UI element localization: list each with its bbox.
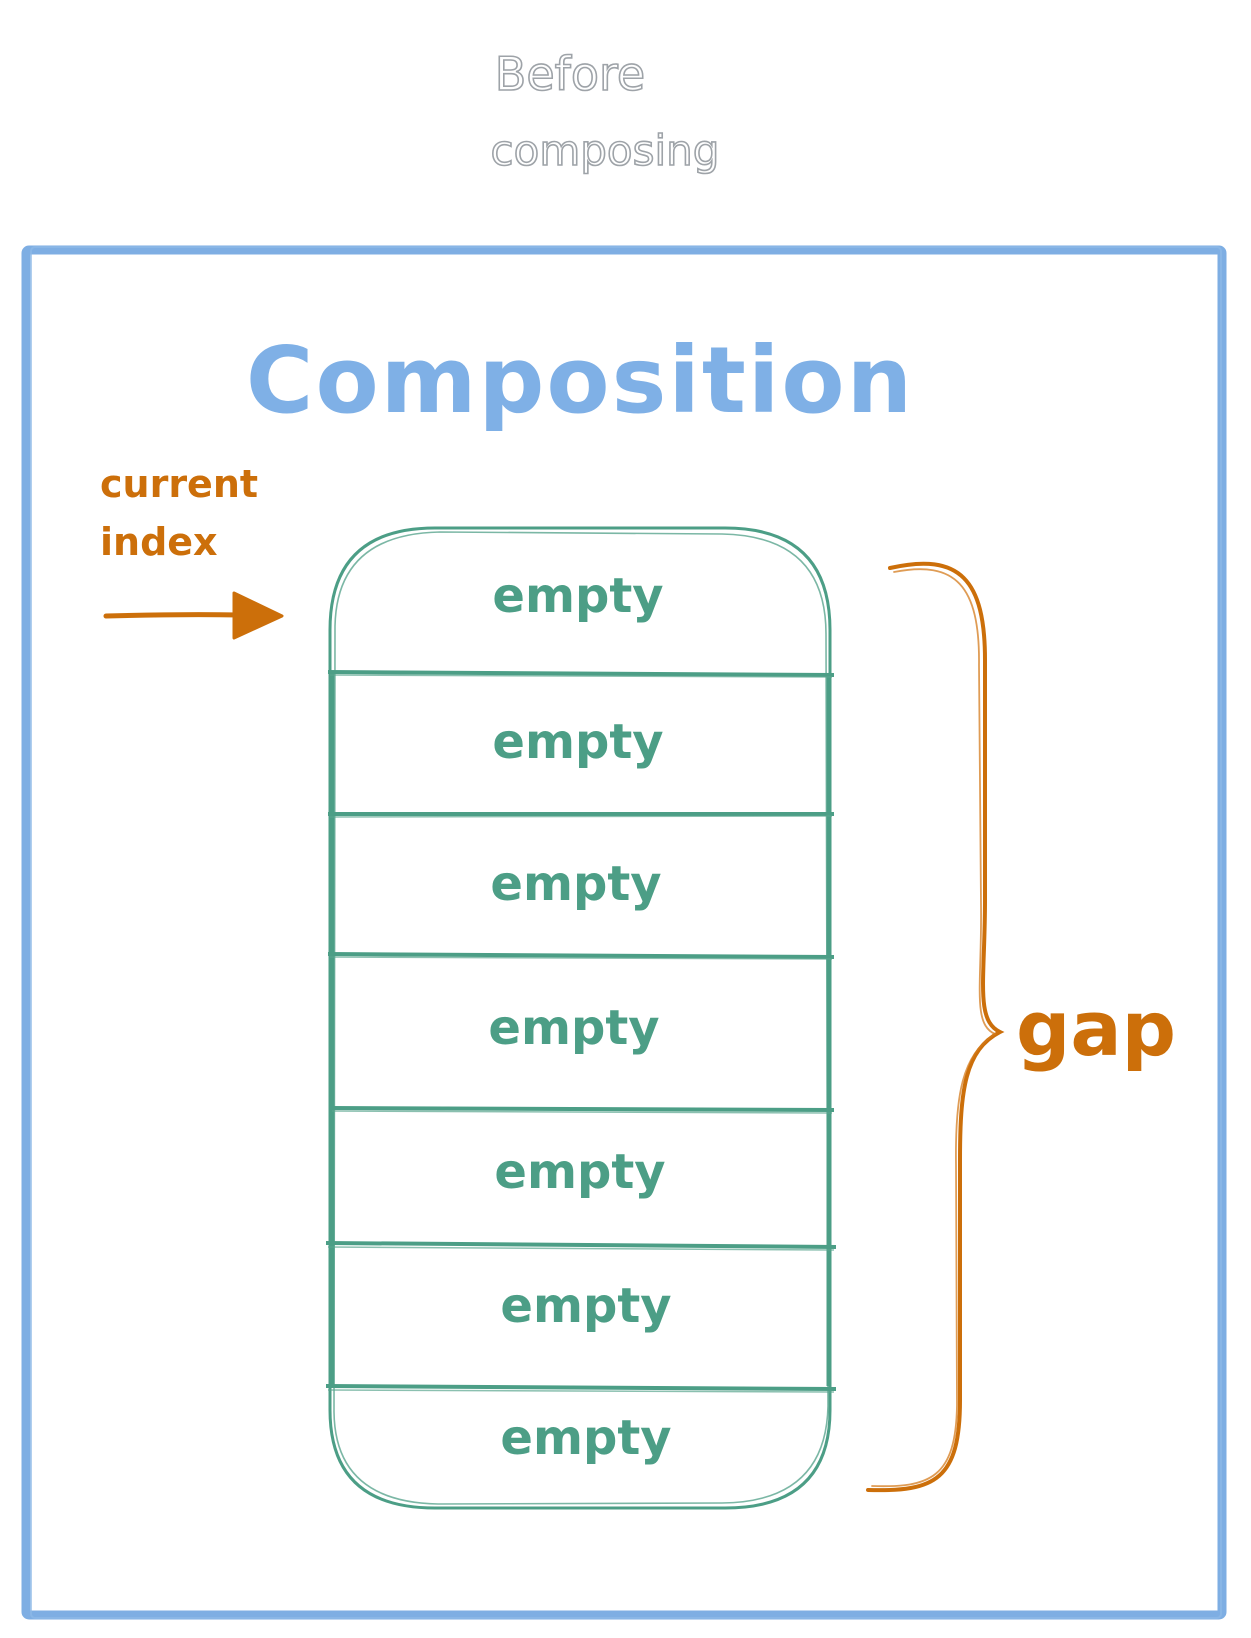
slot-dividers bbox=[325, 670, 837, 1393]
slot-label: empty bbox=[494, 1144, 665, 1200]
current-index-label: current index bbox=[100, 462, 258, 564]
right-arrow-icon bbox=[103, 591, 284, 640]
header-caption-line1: Before bbox=[495, 47, 645, 101]
slot-labels: empty empty empty empty empty empty empt… bbox=[488, 568, 671, 1466]
current-index-label-line1: current bbox=[100, 462, 258, 506]
slot-label: empty bbox=[490, 856, 661, 912]
slot-label: empty bbox=[492, 714, 663, 770]
header-caption: Before composing bbox=[490, 46, 720, 176]
right-curly-brace-icon bbox=[866, 561, 1005, 1493]
slot-label: empty bbox=[500, 1278, 671, 1334]
composition-title: Composition bbox=[246, 327, 914, 434]
gap-label: gap bbox=[1016, 984, 1176, 1073]
composition-frame bbox=[21, 245, 1227, 1620]
slot-stack bbox=[328, 526, 832, 1510]
slot-label: empty bbox=[500, 1410, 671, 1466]
current-index-label-line2: index bbox=[100, 520, 218, 564]
slot-label: empty bbox=[488, 1000, 659, 1056]
slot-label: empty bbox=[492, 568, 663, 624]
header-caption-line2: composing bbox=[491, 126, 720, 175]
